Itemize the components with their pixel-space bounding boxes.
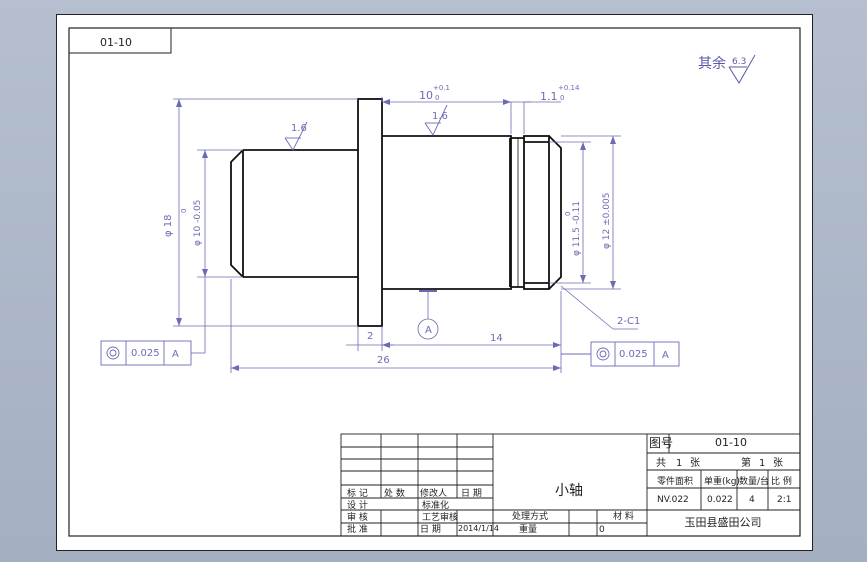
process-review: 工艺审核	[422, 511, 458, 523]
col-scale: 比 例	[771, 475, 792, 487]
weight-label: 重量	[519, 523, 537, 535]
val-weight: 0.022	[707, 495, 733, 505]
gdt-right-value: 0.025	[619, 349, 648, 360]
gdt-right-datum: A	[662, 350, 669, 361]
sheet-label: 第	[741, 456, 751, 469]
gdt-frame-right	[561, 341, 680, 367]
dim-right-dia: φ 12 ±0.005	[602, 193, 612, 249]
title-block-text: 图号 01-10 共 1 张 第 1 张 零件面积 单重(kg) 数量/台 比 …	[347, 436, 792, 535]
company-name: 玉田县盛田公司	[685, 515, 762, 529]
dim-thickness: 2	[367, 331, 373, 342]
val-area: NV.022	[657, 495, 689, 505]
design-label: 设 计	[347, 499, 368, 511]
total-unit: 张	[690, 457, 700, 469]
dim-1-1-value: 1.1	[540, 90, 558, 103]
col-area: 零件面积	[657, 475, 693, 487]
designer-value: 标准化	[422, 499, 449, 511]
hdr-modifier: 修改人	[420, 487, 447, 499]
process-method-label: 处理方式	[512, 510, 548, 522]
dim-flange-dia: φ 18	[163, 215, 174, 238]
figure-no-label: 图号	[649, 436, 673, 450]
review-label: 审 核	[347, 511, 368, 523]
dim-1-1-tol-upper: +0.14	[558, 84, 580, 92]
dimension-arrows	[176, 99, 616, 371]
weight-value: 0	[599, 525, 605, 535]
sheet-value: 1	[759, 458, 765, 469]
dim-shaft-tol: 0	[180, 209, 188, 213]
drawing-number-top: 01-10	[100, 36, 132, 49]
roughness-2-value: 1.6	[432, 111, 448, 122]
date-label: 日 期	[420, 524, 441, 535]
hdr-date: 日 期	[461, 488, 482, 499]
material-label: 材 料	[613, 510, 634, 522]
dimension-lines	[173, 97, 638, 373]
dim-shaft-dia: φ 10 -0.05	[193, 200, 203, 246]
dim-1-1-tol-lower: 0	[560, 94, 564, 102]
dim-groove-dia: φ 11.5 -0.11	[572, 201, 582, 256]
roughness-mark-1-icon	[284, 121, 308, 151]
gdt-frame-left	[100, 340, 192, 366]
hdr-count: 处 数	[384, 487, 405, 499]
col-qty: 数量/台	[739, 475, 769, 487]
datum-symbol: A	[425, 325, 432, 336]
title-block-grid	[340, 433, 801, 537]
rest-roughness-value: 6.3	[732, 57, 746, 67]
val-qty: 4	[749, 495, 755, 505]
chamfer-label: 2-C1	[617, 316, 640, 327]
part-name: 小轴	[555, 483, 583, 499]
gdt-left-datum: A	[172, 349, 179, 360]
roughness-symbol-icon	[728, 54, 756, 84]
dim-10-tol-upper: +0.1	[433, 84, 450, 92]
date-value: 2014/1/14	[458, 524, 499, 533]
dim-14: 14	[490, 333, 503, 344]
figure-no-value: 01-10	[715, 436, 747, 449]
total-value: 1	[676, 458, 682, 469]
sheet-unit: 张	[773, 457, 783, 469]
total-label: 共	[656, 457, 666, 469]
drawing-number-box	[68, 27, 172, 54]
dim-10-value: 10	[419, 89, 433, 102]
dim-26: 26	[377, 355, 390, 366]
val-scale: 2:1	[777, 495, 791, 505]
hdr-mark: 标 记	[347, 487, 368, 499]
approve-label: 批 准	[347, 523, 368, 535]
dim-10-tol-lower: 0	[435, 94, 439, 102]
part-outline	[230, 98, 562, 327]
drawing-sheet: 01-10 其余 6.3	[56, 14, 813, 551]
dim-groove-tol: 0	[564, 212, 572, 216]
gdt-left-value: 0.025	[131, 348, 160, 359]
col-weight: 单重(kg)	[704, 475, 740, 487]
drawing-canvas: 01-10 其余 6.3	[68, 27, 801, 537]
rest-roughness-label: 其余	[698, 55, 726, 72]
roughness-mark-2-icon	[424, 104, 448, 136]
roughness-1-value: 1.6	[291, 123, 307, 134]
